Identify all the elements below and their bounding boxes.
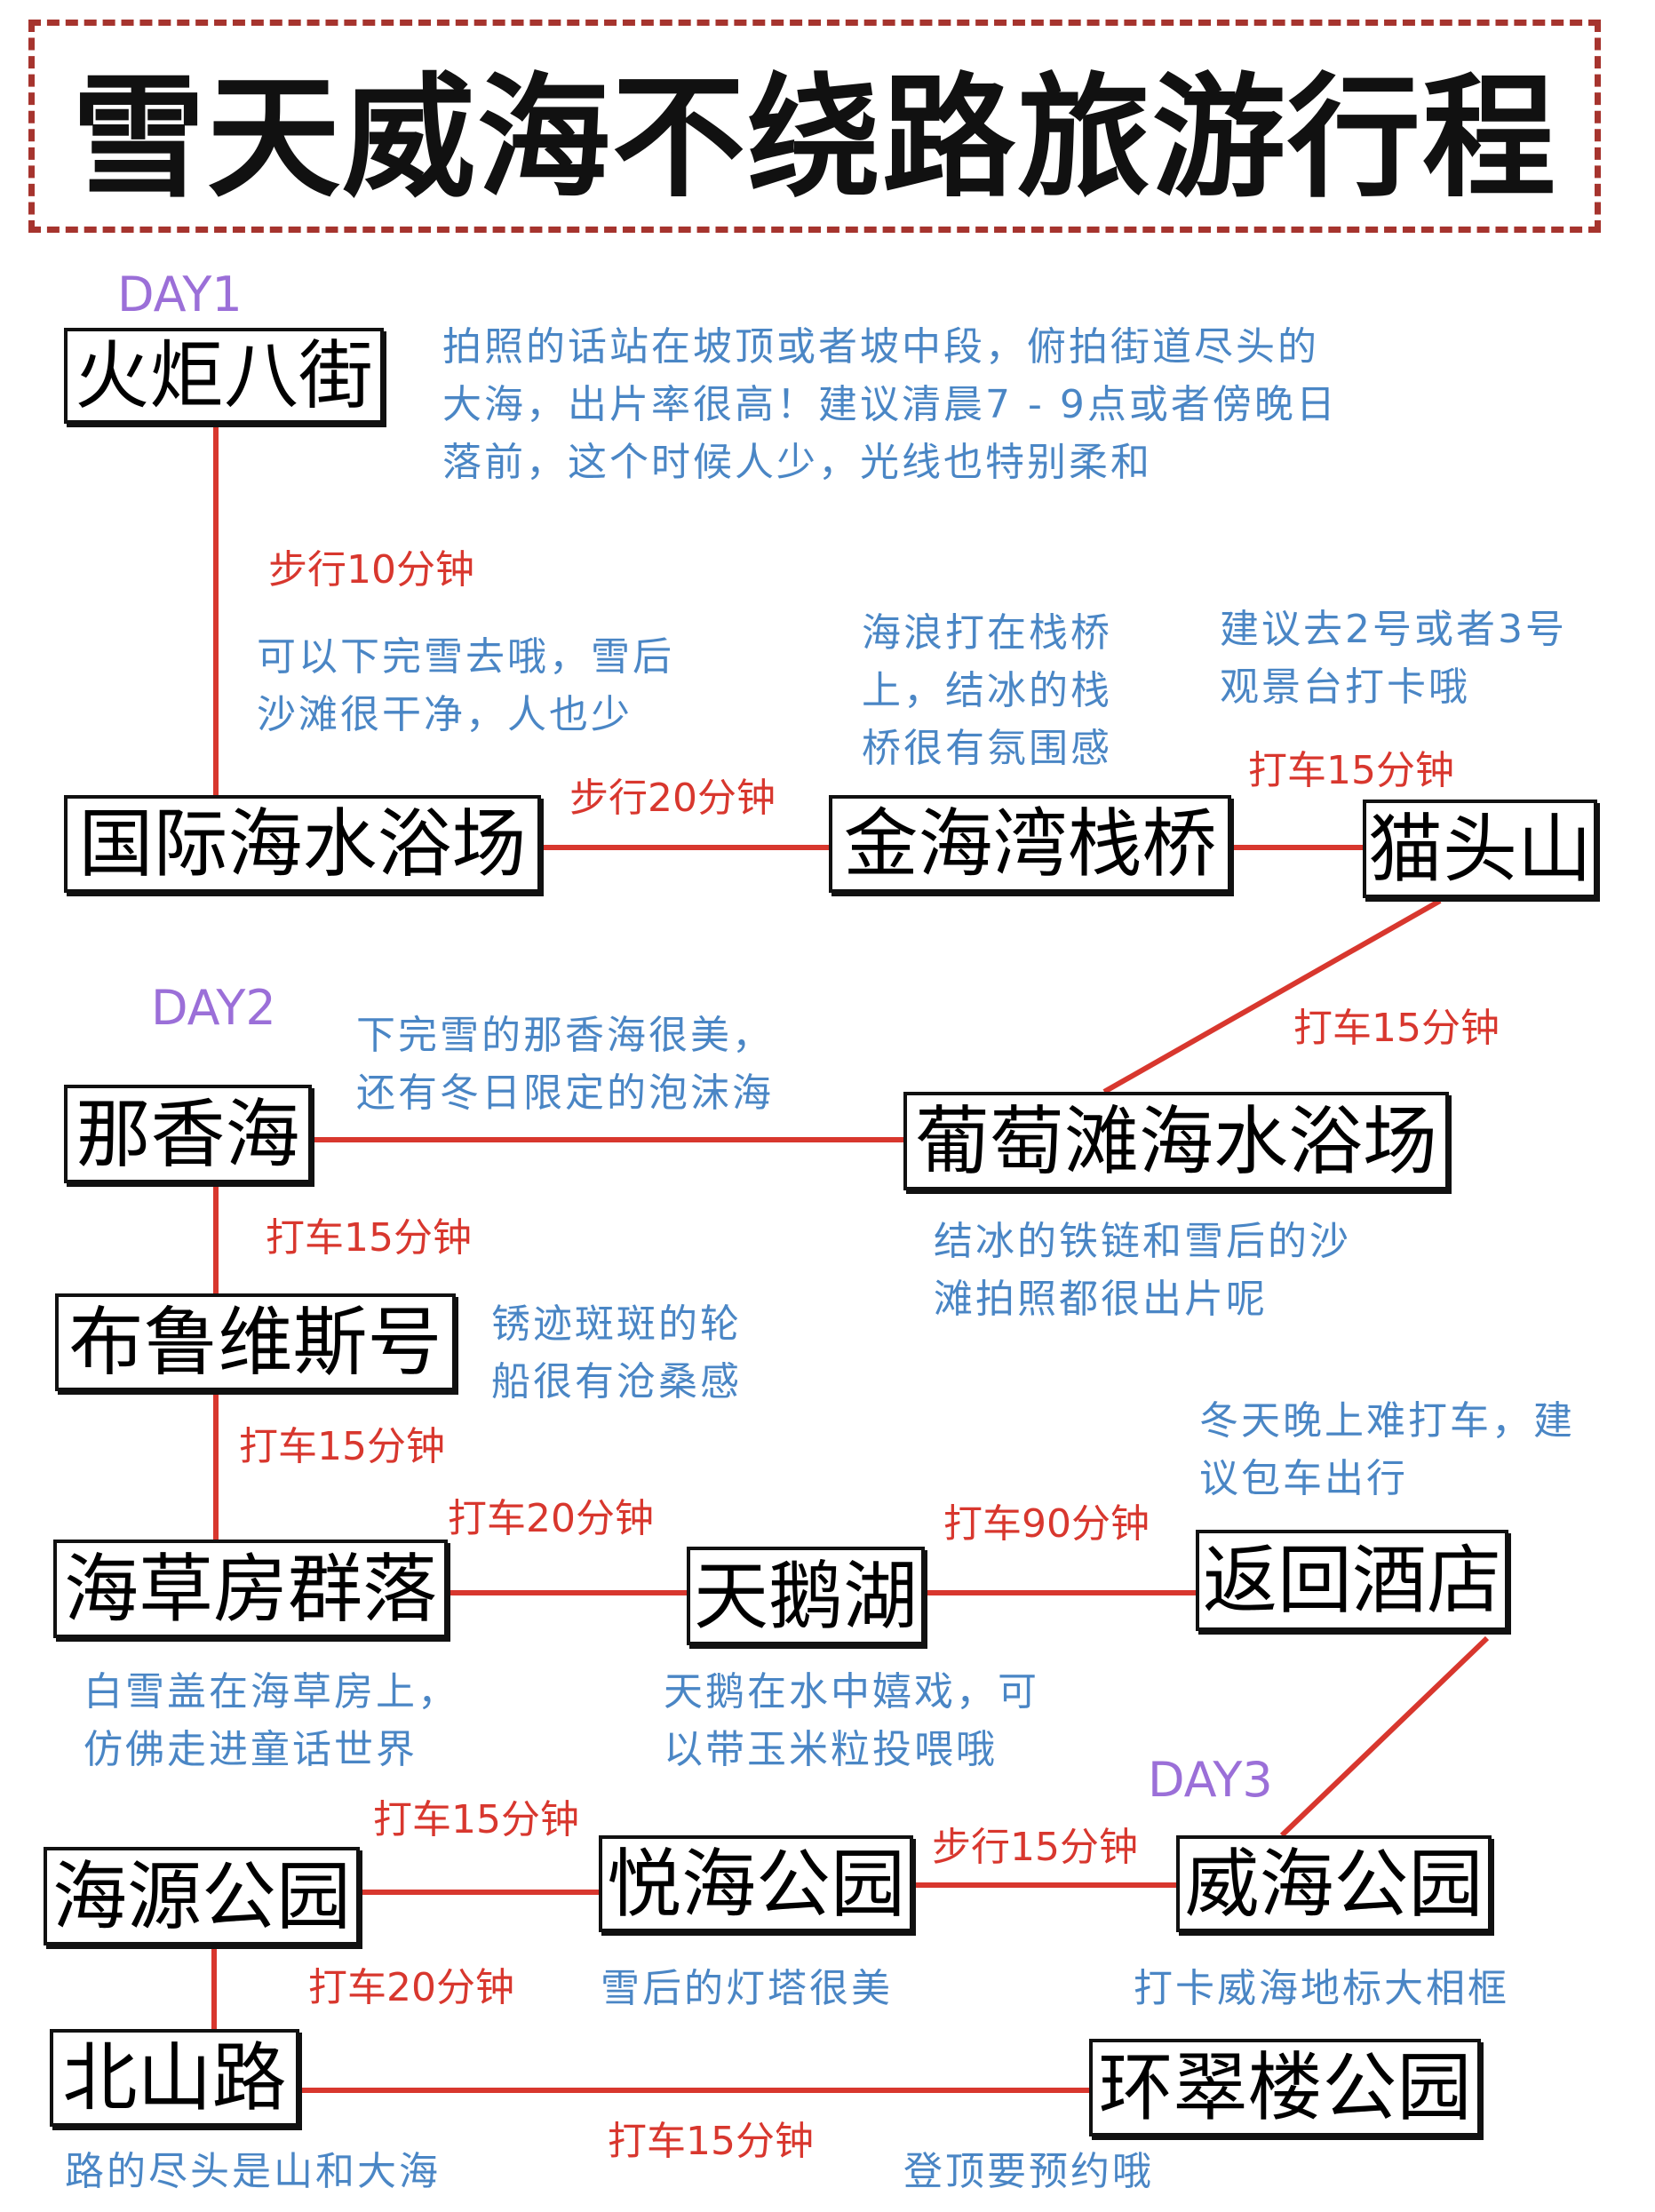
node-beishan-road: 北山路: [50, 2029, 299, 2127]
transit-label: 打车15分钟: [239, 1424, 445, 1469]
note-yuehai: 雪后的灯塔很美: [601, 1960, 893, 2017]
note-line: 可以下完雪去哦，雪后: [257, 634, 674, 680]
transit-label: 打车15分钟: [266, 1215, 472, 1261]
node-maotoushan: 猫头山: [1363, 800, 1597, 898]
note-buluweisi: 锈迹斑斑的轮 船很有沧桑感: [491, 1295, 742, 1411]
transit-label: 打车15分钟: [373, 1797, 579, 1842]
node-return-hotel: 返回酒店: [1196, 1530, 1508, 1631]
note-line: 仿佛走进童话世界: [84, 1727, 418, 1772]
note-line: 议包车出行: [1199, 1456, 1408, 1501]
note-line: 桥很有氛围感: [862, 726, 1112, 771]
transit-label: 打车20分钟: [448, 1496, 654, 1541]
note-line: 白雪盖在海草房上，: [84, 1669, 459, 1715]
page-title: 雪天威海不绕路旅游行程: [71, 60, 1557, 216]
note-guoji: 可以下完雪去哦，雪后 沙滩很干净，人也少: [257, 628, 674, 744]
note-naxianghai: 下完雪的那香海很美， 还有冬日限定的泡沫海: [356, 1007, 774, 1122]
note-line: 冬天晚上难打车，建: [1199, 1398, 1575, 1444]
node-huancuilou-park: 环翠楼公园: [1089, 2039, 1481, 2136]
node-yuehai-park: 悦海公园: [599, 1835, 913, 1932]
node-putaotan-beach: 葡萄滩海水浴场: [903, 1092, 1449, 1190]
day-label-1: DAY1: [117, 267, 243, 322]
note-line: 船很有沧桑感: [491, 1359, 742, 1404]
note-beishan: 路的尽头是山和大海: [65, 2143, 441, 2200]
transit-label: 打车90分钟: [943, 1501, 1150, 1547]
node-guoji-beach: 国际海水浴场: [64, 795, 541, 893]
transit-label: 打车15分钟: [1293, 1006, 1500, 1051]
node-weihai-park: 威海公园: [1176, 1835, 1492, 1932]
note-line: 滩拍照都很出片呢: [934, 1277, 1268, 1322]
node-haicaofang: 海草房群落: [53, 1540, 448, 1638]
node-tianehu: 天鹅湖: [687, 1547, 925, 1645]
note-line: 落前，这个时候人少，光线也特别柔和: [442, 440, 1152, 485]
node-naxianghai: 那香海: [64, 1085, 312, 1183]
note-line: 上，结冰的栈: [862, 668, 1112, 713]
note-putaotan: 结冰的铁链和雪后的沙 滩拍照都很出片呢: [934, 1213, 1351, 1328]
node-huoju-bajie: 火炬八街: [64, 328, 384, 424]
note-line: 大海，出片率很高！建议清晨7 - 9点或者傍晚日: [442, 382, 1338, 427]
note-weihai: 打卡威海地标大相框: [1134, 1960, 1509, 2017]
note-maotoushan: 建议去2号或者3号 观景台打卡哦: [1220, 601, 1567, 716]
route-line: [1279, 1635, 1490, 1838]
note-line: 海浪打在栈桥: [862, 610, 1112, 656]
route-line: [1102, 898, 1442, 1094]
note-haicaofang: 白雪盖在海草房上， 仿佛走进童话世界: [84, 1663, 459, 1778]
note-tianehu: 天鹅在水中嬉戏，可 以带玉米粒投喂哦: [664, 1663, 1039, 1778]
note-line: 还有冬日限定的泡沫海: [356, 1070, 774, 1116]
transit-label: 步行15分钟: [932, 1825, 1138, 1870]
note-line: 沙滩很干净，人也少: [257, 692, 633, 737]
day-label-2: DAY2: [151, 980, 276, 1036]
node-haiyuan-park: 海源公园: [44, 1847, 360, 1945]
transit-label: 打车15分钟: [1248, 748, 1454, 793]
note-jinhaiwan: 海浪打在栈桥 上，结冰的栈 桥很有氛围感: [862, 604, 1112, 777]
note-line: 天鹅在水中嬉戏，可: [664, 1669, 1039, 1715]
transit-label: 打车20分钟: [308, 1965, 514, 2010]
note-line: 建议去2号或者3号: [1220, 607, 1567, 652]
transit-label: 打车15分钟: [608, 2119, 814, 2164]
note-line: 登顶要预约哦: [903, 2149, 1154, 2194]
note-hotel: 冬天晚上难打车，建 议包车出行: [1199, 1392, 1575, 1508]
node-jinhaiwan-pier: 金海湾栈桥: [829, 795, 1231, 893]
note-line: 雪后的灯塔很美: [601, 1966, 893, 2011]
note-line: 下完雪的那香海很美，: [356, 1013, 774, 1058]
note-line: 观景台打卡哦: [1220, 664, 1470, 710]
title-banner: 雪天威海不绕路旅游行程: [28, 20, 1601, 233]
transit-label: 步行10分钟: [268, 547, 474, 593]
note-huoju: 拍照的话站在坡顶或者坡中段，俯拍街道尽头的 大海，出片率很高！建议清晨7 - 9…: [442, 318, 1338, 491]
transit-label: 步行20分钟: [569, 776, 776, 821]
note-line: 锈迹斑斑的轮: [491, 1301, 742, 1347]
node-buluweisi: 布鲁维斯号: [55, 1293, 456, 1391]
note-line: 路的尽头是山和大海: [65, 2149, 441, 2194]
day-label-3: DAY3: [1148, 1752, 1273, 1808]
note-line: 结冰的铁链和雪后的沙: [934, 1219, 1351, 1264]
note-line: 拍照的话站在坡顶或者坡中段，俯拍街道尽头的: [442, 324, 1319, 370]
note-line: 以带玉米粒投喂哦: [664, 1727, 998, 1772]
note-huancuilou: 登顶要预约哦: [903, 2143, 1154, 2200]
note-line: 打卡威海地标大相框: [1134, 1966, 1509, 2011]
